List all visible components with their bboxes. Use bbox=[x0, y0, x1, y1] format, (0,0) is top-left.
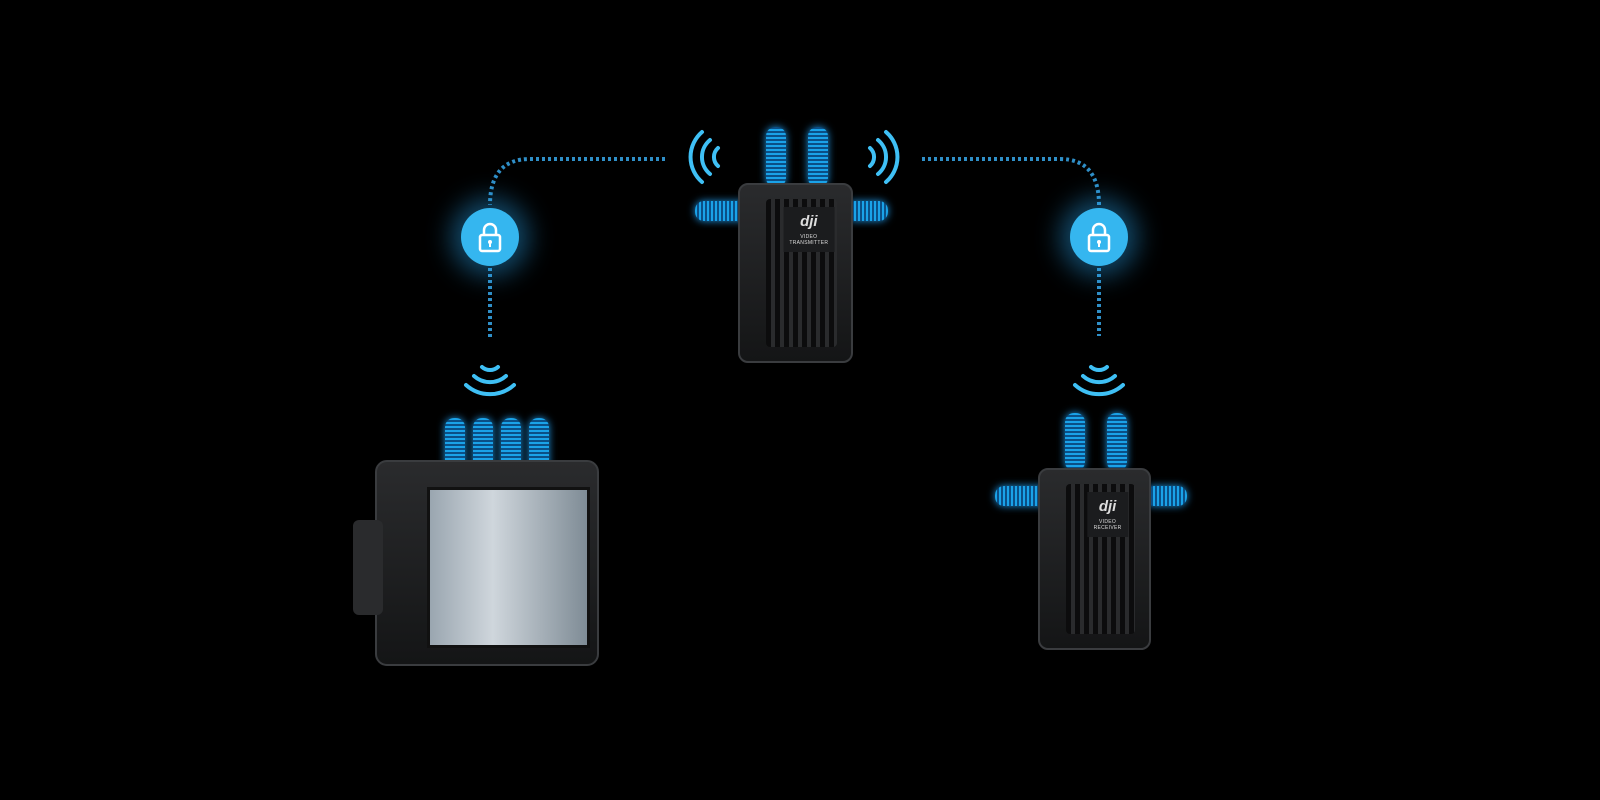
lock-icon-left bbox=[461, 208, 519, 266]
wifi-icon-tx-right bbox=[868, 130, 900, 184]
antenna bbox=[1145, 486, 1187, 506]
device-label: VIDEO TRANSMITTER bbox=[789, 234, 829, 246]
antenna bbox=[1065, 413, 1085, 471]
monitor-handle bbox=[353, 520, 383, 615]
link-line-right bbox=[922, 157, 1101, 206]
monitor bbox=[375, 460, 599, 666]
device-label: VIDEO RECEIVER bbox=[1093, 519, 1122, 531]
wifi-icon-receiver bbox=[1073, 365, 1125, 397]
antenna bbox=[766, 127, 786, 187]
link-line-left bbox=[488, 157, 665, 206]
antenna bbox=[808, 127, 828, 187]
antenna bbox=[473, 418, 493, 472]
brand-logo: dji bbox=[1098, 498, 1117, 515]
antenna bbox=[846, 201, 888, 221]
brand-logo: dji bbox=[800, 213, 818, 230]
video-transmitter: dji VIDEO TRANSMITTER bbox=[738, 183, 853, 363]
wifi-icon-tx-left bbox=[688, 130, 720, 184]
antenna bbox=[1107, 413, 1127, 471]
antenna bbox=[501, 418, 521, 472]
video-receiver: dji VIDEO RECEIVER bbox=[1038, 468, 1151, 650]
lock-icon-right bbox=[1070, 208, 1128, 266]
antenna bbox=[445, 418, 465, 472]
monitor-screen bbox=[427, 487, 590, 648]
antenna bbox=[529, 418, 549, 472]
wifi-icon-monitor bbox=[464, 365, 516, 397]
